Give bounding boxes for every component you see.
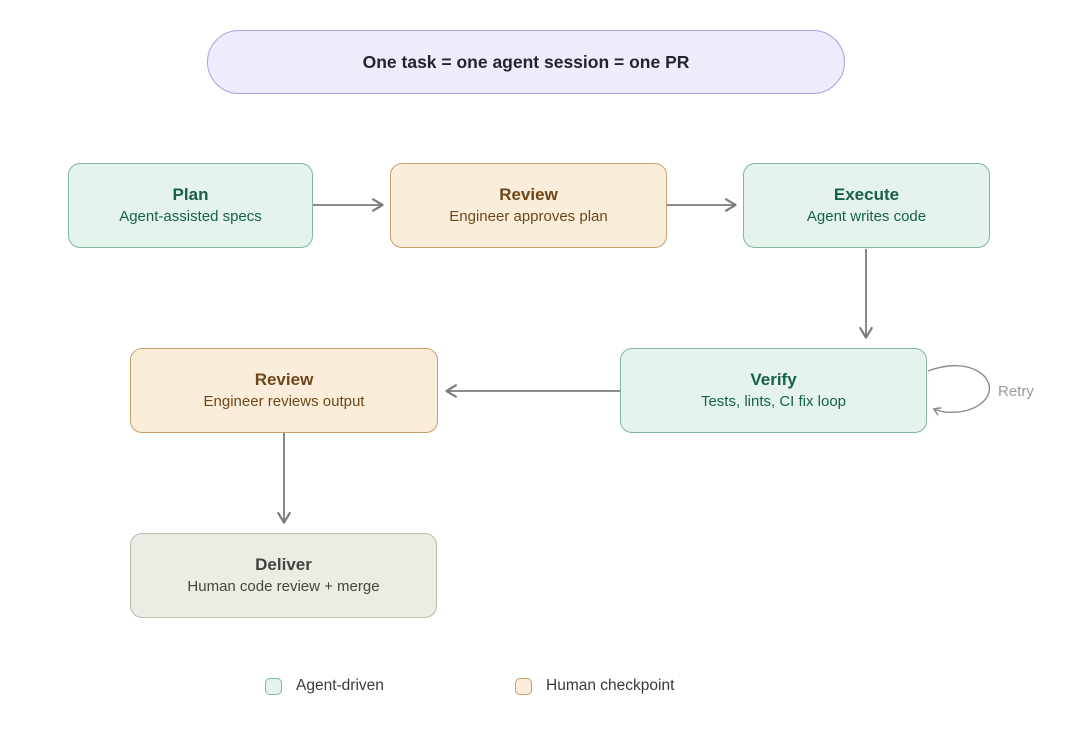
legend-label: Agent-driven xyxy=(296,677,384,694)
flow-node-review-plan: Review Engineer approves plan xyxy=(390,163,667,248)
node-title: Deliver xyxy=(255,555,312,574)
node-subtitle: Engineer reviews output xyxy=(203,393,365,411)
node-subtitle: Human code review + merge xyxy=(187,578,380,596)
legend-item-human-checkpoint: Human checkpoint xyxy=(515,677,674,695)
banner-pill: One task = one agent session = one PR xyxy=(207,30,845,94)
node-subtitle: Tests, lints, CI fix loop xyxy=(700,393,847,411)
node-subtitle: Engineer approves plan xyxy=(449,208,608,226)
legend-swatch-human xyxy=(515,677,532,695)
flow-node-plan: Plan Agent-assisted specs xyxy=(68,163,313,248)
flow-node-verify: Verify Tests, lints, CI fix loop xyxy=(620,348,927,433)
flow-node-execute: Execute Agent writes code xyxy=(743,163,990,248)
node-title: Plan xyxy=(172,185,209,204)
legend-swatch-agent xyxy=(265,677,282,695)
node-subtitle: Agent writes code xyxy=(806,208,927,226)
flow-node-review-output: Review Engineer reviews output xyxy=(130,348,438,433)
retry-loop-label: Retry xyxy=(998,383,1034,400)
flow-node-deliver: Deliver Human code review + merge xyxy=(130,533,437,618)
banner-text: One task = one agent session = one PR xyxy=(362,51,690,72)
node-title: Review xyxy=(254,370,314,389)
legend-item-agent-driven: Agent-driven xyxy=(265,677,384,695)
legend-label: Human checkpoint xyxy=(546,677,675,694)
edge-verify-retry-loop xyxy=(927,365,990,416)
node-subtitle: Agent-assisted specs xyxy=(119,208,262,226)
node-title: Verify xyxy=(750,370,797,389)
node-title: Review xyxy=(499,185,558,204)
node-title: Execute xyxy=(833,185,900,204)
